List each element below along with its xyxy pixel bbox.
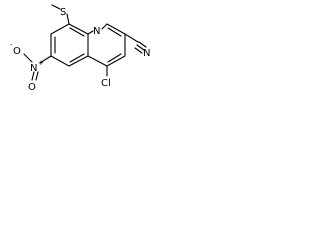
bond-triple-1: [136, 44, 145, 51]
bond-c2-c3: [106, 23, 126, 35]
bond-s-c8: [66, 13, 70, 25]
bond-c6-nitro: [39, 55, 52, 64]
structure-canvas: S N Cl N N + O - O: [0, 0, 152, 97]
bond-n-o-bottom-2: [35, 71, 39, 81]
bond-n-o-bottom-1: [31, 71, 35, 81]
bond-c4a-c4-link: [87, 55, 108, 67]
atom-nitro-nitrogen: N: [30, 63, 37, 74]
bond-triple-3: [134, 47, 143, 54]
nitro-minus-charge: -: [10, 41, 13, 49]
bond-c5-c4a: [68, 55, 89, 67]
bond-c4-c4a-inner: [107, 53, 122, 63]
atom-nitrile-nitrogen: N: [143, 48, 150, 59]
chemical-structure-diagram: S N Cl N N + O - O: [10, 4, 150, 93]
nitro-plus-charge: +: [38, 59, 44, 67]
bond-c8-c7: [50, 23, 70, 35]
atom-nitro-oxygen-bottom: O: [28, 82, 36, 93]
bond-c8a-c8-inner: [69, 27, 85, 37]
bond-c3-cn: [124, 33, 139, 43]
bond-c6-c5: [50, 55, 70, 67]
atom-chlorine: Cl: [101, 78, 111, 89]
bond-triple-2: [138, 41, 147, 48]
atom-sulfur: S: [60, 7, 66, 18]
bond-c8a-c8: [68, 23, 89, 35]
bond-methyl-s: [51, 4, 61, 10]
atom-nitro-oxygen-top: O: [13, 46, 21, 57]
bond-n1-c2: [101, 23, 108, 30]
bond-c2-c3-inner: [107, 27, 122, 37]
bond-c5-c4a-inner: [69, 53, 85, 63]
atom-ring-nitrogen: N: [93, 26, 100, 37]
bond-n-o-top: [23, 53, 33, 63]
bond-c4-c4a: [106, 55, 126, 67]
bond-c8a-n1: [87, 30, 94, 35]
